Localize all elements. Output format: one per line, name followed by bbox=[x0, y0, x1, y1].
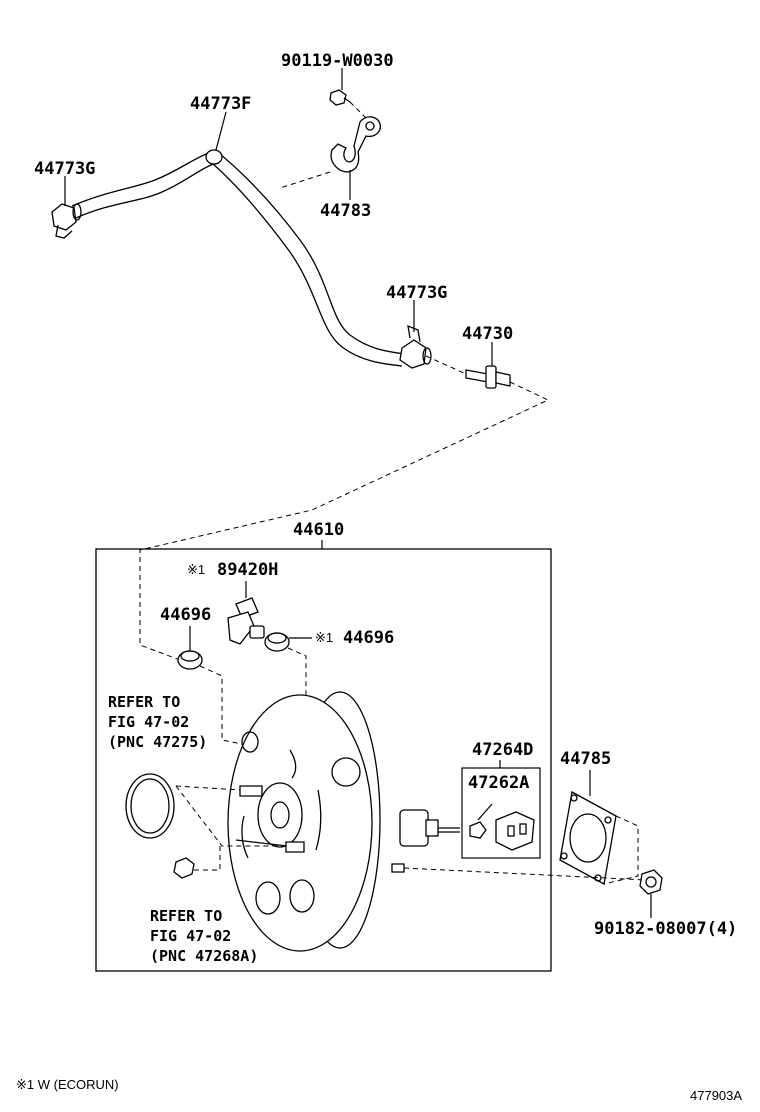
bracket-44783 bbox=[330, 116, 381, 173]
booster-nut bbox=[173, 857, 195, 879]
label-clamp-right: 44773G bbox=[386, 283, 447, 303]
kit-box-47264D bbox=[461, 767, 541, 859]
hose-clamp-left bbox=[51, 203, 82, 239]
label-nut: 90182-08007(4) bbox=[594, 919, 737, 939]
hose-clamp-right bbox=[399, 324, 432, 369]
label-booster-assy: 44610 bbox=[293, 520, 344, 540]
marker-grommet-right: ※1 bbox=[315, 630, 333, 645]
clevis-pin bbox=[469, 803, 493, 839]
refer-lower-line3: (PNC 47268A) bbox=[150, 947, 258, 965]
label-grommet-left: 44696 bbox=[160, 605, 211, 625]
mounting-nut bbox=[639, 869, 663, 895]
clevis bbox=[495, 811, 535, 851]
label-check-valve: 44730 bbox=[462, 324, 513, 344]
refer-lower-line1: REFER TO bbox=[150, 907, 222, 925]
bolt-icon bbox=[329, 89, 351, 106]
label-clamp-left: 44773G bbox=[34, 159, 95, 179]
refer-upper-line2: FIG 47-02 bbox=[108, 713, 189, 731]
grommet-left bbox=[177, 650, 203, 670]
label-kit-outer: 47264D bbox=[472, 740, 533, 760]
refer-upper-line1: REFER TO bbox=[108, 693, 180, 711]
check-valve bbox=[465, 365, 511, 389]
label-sensor: 89420H bbox=[217, 560, 278, 580]
grommet-right bbox=[264, 632, 290, 652]
refer-upper-line3: (PNC 47275) bbox=[108, 733, 207, 751]
label-bolt-top: 90119-W0030 bbox=[281, 51, 394, 71]
label-grommet-right: 44696 bbox=[343, 628, 394, 648]
footnote: ※1 W (ECORUN) bbox=[16, 1077, 119, 1092]
refer-lower-line2: FIG 47-02 bbox=[150, 927, 231, 945]
diagram-id: 477903A bbox=[690, 1088, 742, 1103]
label-hose-upper: 44773F bbox=[190, 94, 251, 114]
pressure-sensor bbox=[227, 597, 265, 645]
gasket bbox=[559, 790, 617, 886]
brake-booster bbox=[227, 691, 460, 952]
label-bracket: 44783 bbox=[320, 201, 371, 221]
booster-assembly-frame bbox=[95, 548, 552, 972]
vacuum-hose bbox=[71, 149, 406, 367]
o-ring bbox=[125, 773, 175, 839]
label-gasket: 44785 bbox=[560, 749, 611, 769]
marker-sensor: ※1 bbox=[187, 562, 205, 577]
label-kit-inner: 47262A bbox=[468, 773, 529, 793]
